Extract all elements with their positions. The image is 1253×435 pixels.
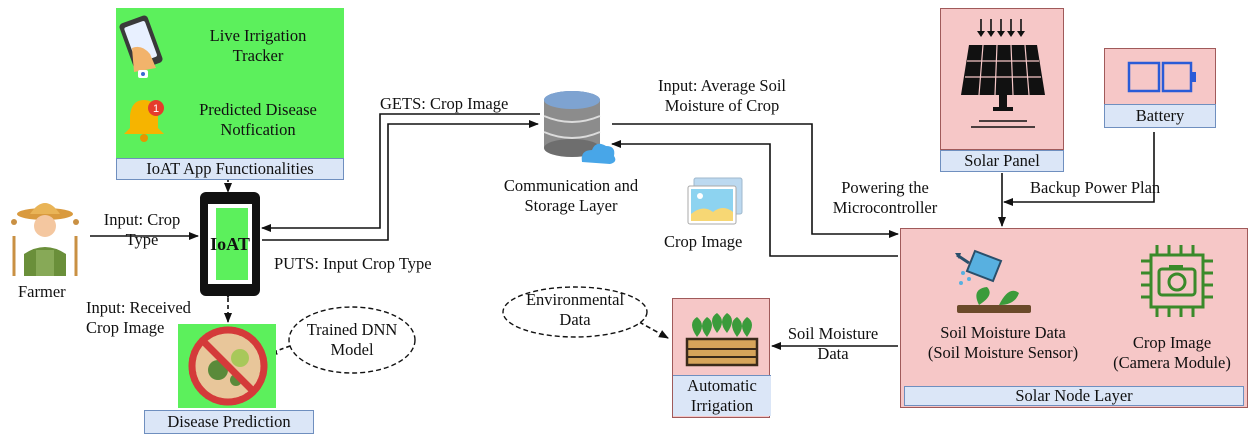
trained-dnn-ellipse bbox=[288, 306, 416, 374]
image-icon bbox=[687, 177, 743, 225]
disease-prediction-box bbox=[178, 324, 276, 408]
solar-panel-caption: Solar Panel bbox=[940, 150, 1064, 172]
edge-crop-image-upload bbox=[611, 140, 898, 257]
solar-node-layer: Soil Moisture Data (Soil Moisture Sensor… bbox=[900, 228, 1248, 408]
received-crop-image-label: Input: Received Crop Image bbox=[86, 298, 191, 337]
ioat-app-device[interactable]: IoAT bbox=[200, 192, 260, 296]
trained-dnn-label: Trained DNN Model bbox=[306, 320, 398, 359]
avg-soil-moisture-label: Input: Average Soil Moisture of Crop bbox=[657, 76, 786, 115]
edge-avg-soil-moisture bbox=[612, 123, 899, 238]
ioat-screen bbox=[208, 204, 252, 284]
edge-env-to-irrigation bbox=[631, 317, 669, 339]
input-crop-type-label: Input: Crop Type bbox=[103, 210, 181, 249]
database-cloud-icon bbox=[543, 91, 616, 164]
solar-node-caption: Solar Node Layer bbox=[904, 386, 1244, 406]
tracker-label: Live Irrigation Tracker bbox=[209, 26, 307, 65]
automatic-irrigation-label: Automatic Irrigation bbox=[673, 375, 771, 416]
battery-caption: Battery bbox=[1104, 104, 1216, 128]
disease-notification-label: Predicted Disease Notfication bbox=[199, 100, 317, 139]
soil-moisture-edge-label: Soil Moisture Data bbox=[787, 324, 879, 363]
solar-panel-box bbox=[940, 8, 1064, 150]
puts-label: PUTS: Input Crop Type bbox=[274, 254, 432, 273]
edge-dnn-to-disease bbox=[267, 345, 291, 355]
farmer-icon bbox=[11, 203, 79, 276]
edge-battery-backup bbox=[1003, 132, 1155, 206]
solar-panel-icon bbox=[961, 19, 1045, 128]
planter-icon bbox=[685, 313, 759, 367]
bell-alert-icon: 1 bbox=[124, 100, 164, 142]
environmental-data-label: Environmental Data bbox=[525, 290, 625, 329]
app-functionalities-panel: Live Irrigation Tracker 1 Predicted Dise… bbox=[116, 8, 344, 158]
automatic-irrigation-box: Automatic Irrigation bbox=[672, 298, 771, 418]
disease-prediction-caption: Disease Prediction bbox=[144, 410, 314, 434]
edge-gets-crop-image bbox=[261, 113, 540, 232]
backup-power-label: Backup Power Plan bbox=[1030, 178, 1161, 197]
app-functionalities-caption: IoAT App Functionalities bbox=[116, 158, 344, 180]
node-crop-image-label: Crop Image (Camera Module) bbox=[1113, 333, 1231, 372]
crop-image-edge-label: Crop Image bbox=[664, 232, 743, 251]
ioat-label: IoAT bbox=[210, 234, 250, 254]
phone-tracker-icon bbox=[119, 15, 163, 78]
edge-puts-crop-type bbox=[262, 120, 539, 241]
camera-chip-icon bbox=[1141, 245, 1213, 317]
powering-label: Powering the Microcontroller bbox=[832, 178, 938, 217]
environmental-data-ellipse bbox=[502, 286, 648, 338]
farmer-label: Farmer bbox=[18, 282, 66, 301]
soil-moisture-data-label: Soil Moisture Data (Soil Moisture Sensor… bbox=[927, 323, 1079, 362]
storage-layer-label: Communication and Storage Layer bbox=[503, 176, 639, 215]
gets-label: GETS: Crop Image bbox=[380, 94, 509, 113]
battery-icon bbox=[1127, 61, 1196, 93]
svg-text:1: 1 bbox=[153, 103, 159, 115]
no-virus-icon bbox=[188, 326, 268, 406]
watering-can-icon bbox=[955, 249, 1031, 313]
